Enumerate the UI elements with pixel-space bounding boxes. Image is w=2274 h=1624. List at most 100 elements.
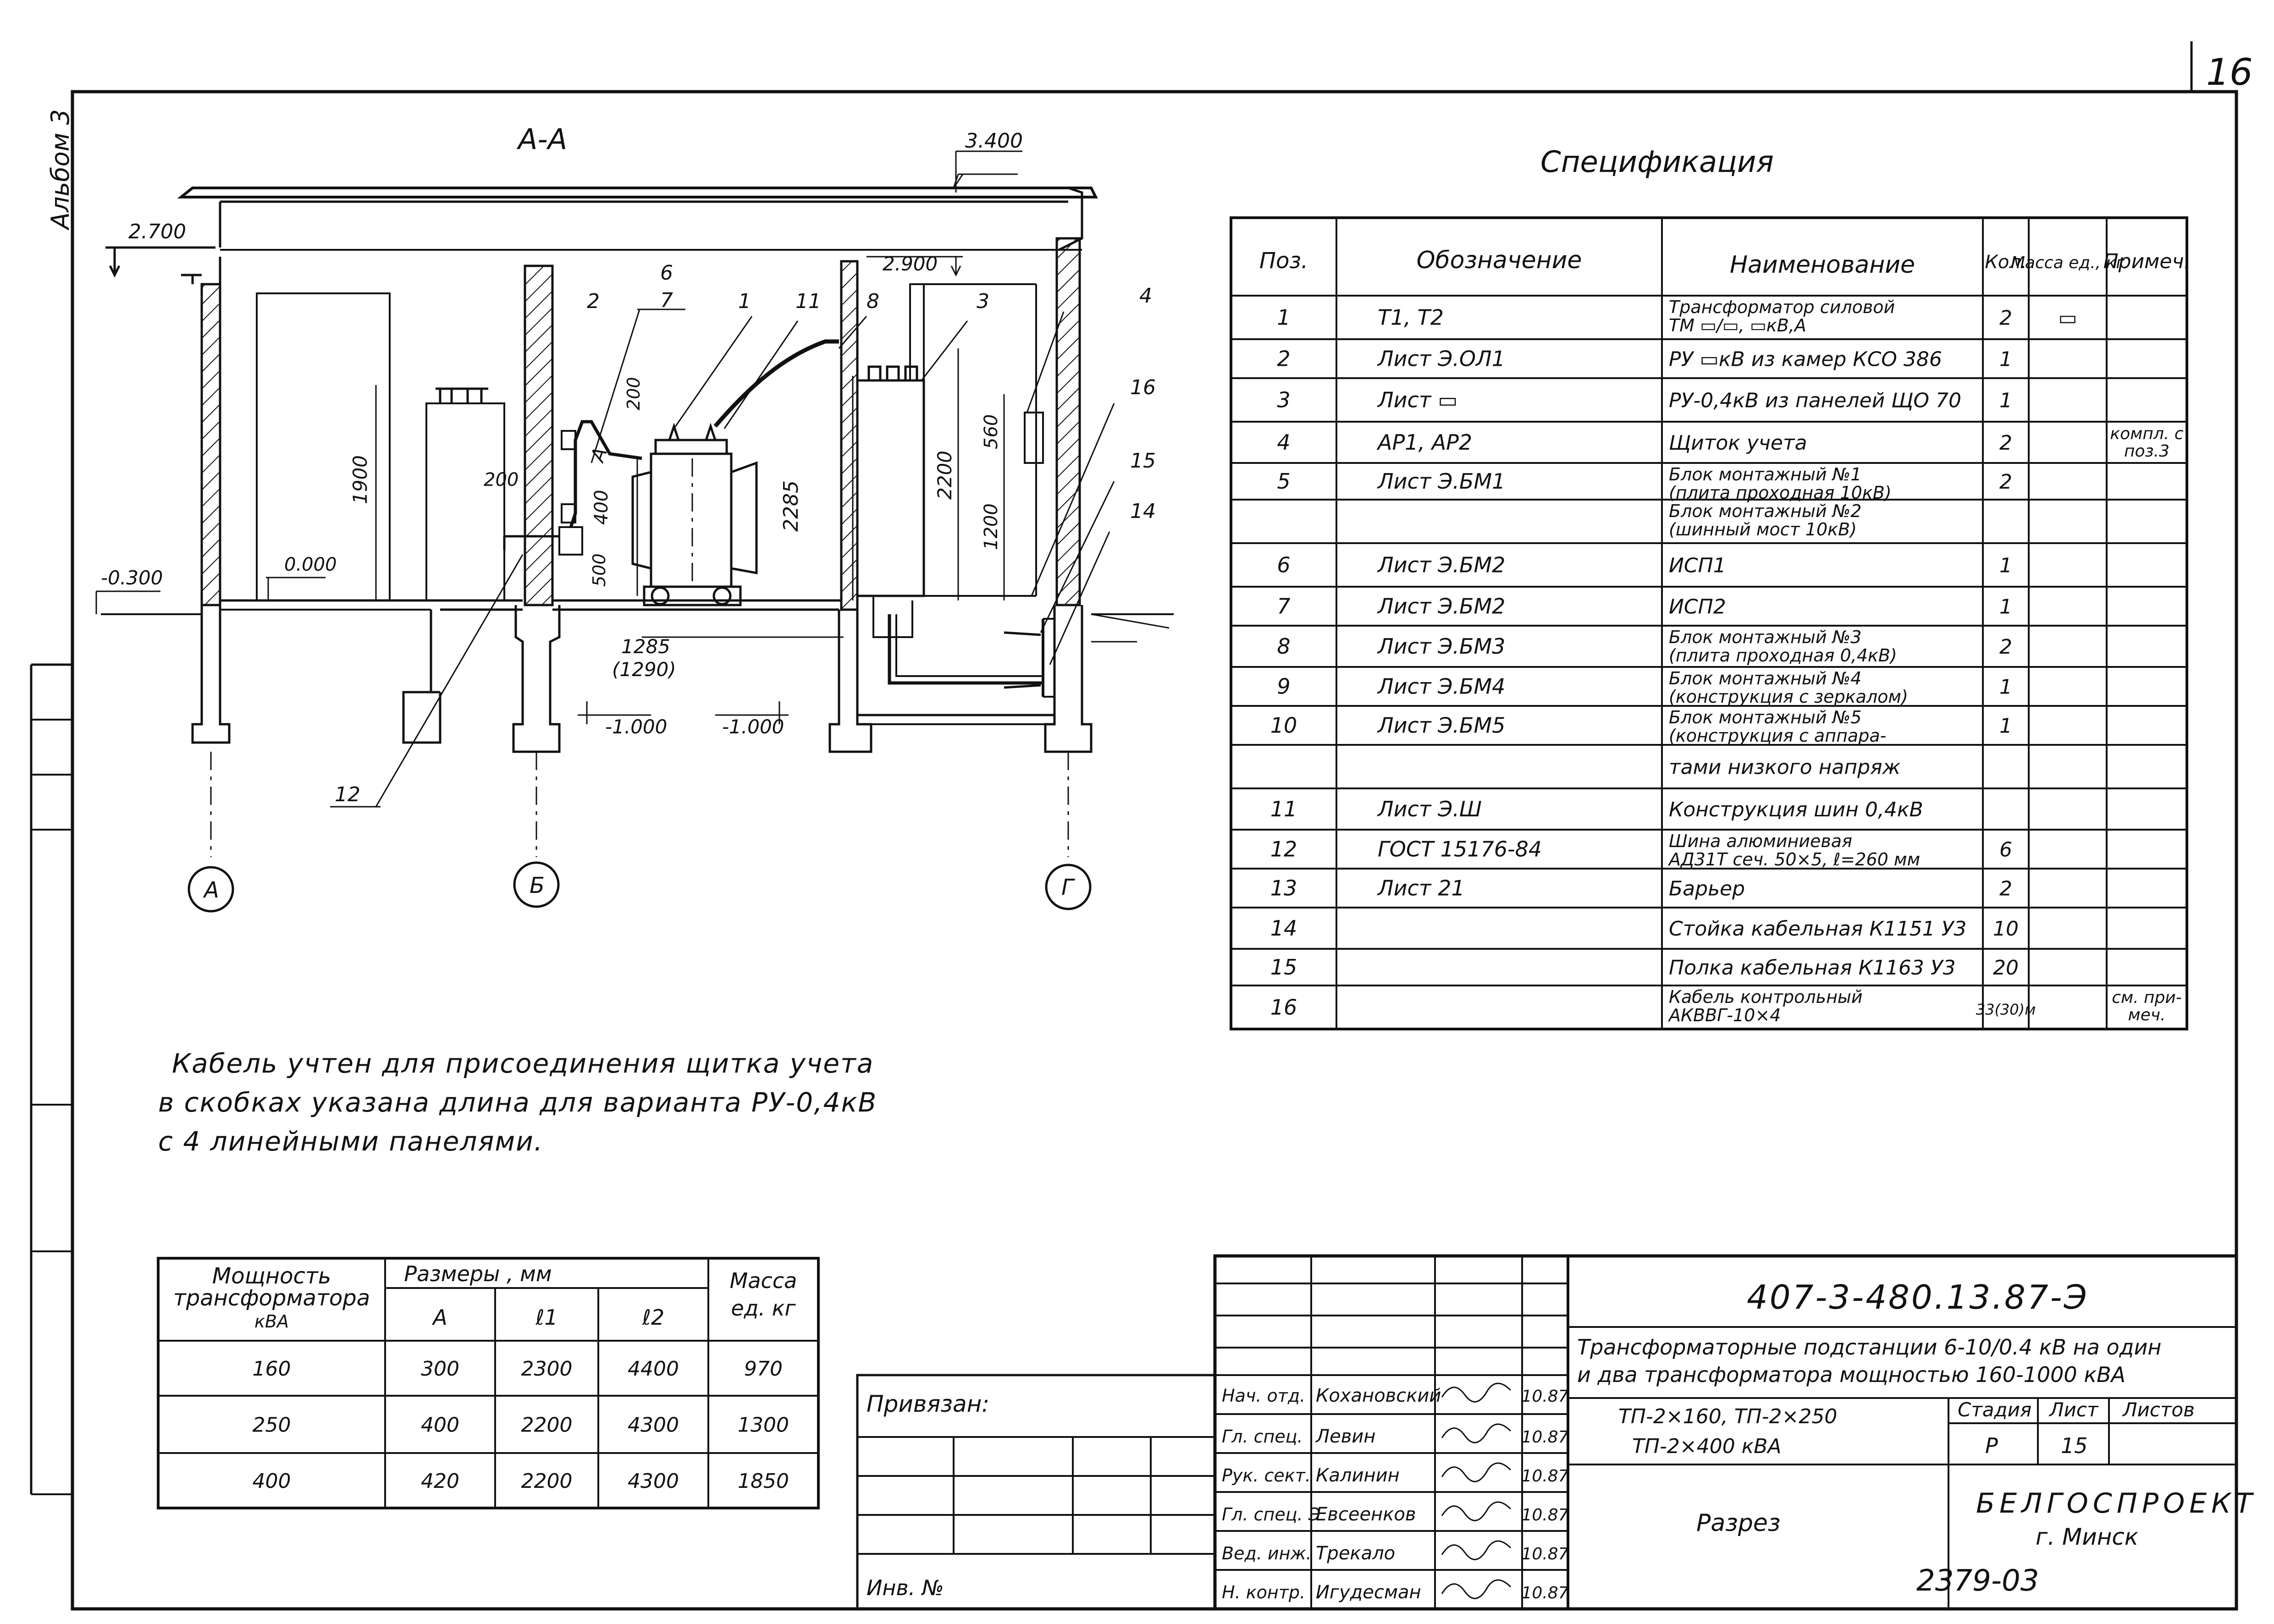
l1-cell: 2200 xyxy=(521,1414,573,1437)
bound-label: Привязан: xyxy=(867,1391,989,1417)
spec-cell-qty: 1 xyxy=(1999,595,2012,619)
staff-role: Гл. спец. Э xyxy=(1222,1504,1320,1525)
sheet-value: 15 xyxy=(2061,1433,2088,1458)
spec-table xyxy=(1230,216,2188,1030)
col-l1-header: ℓ1 xyxy=(535,1305,557,1330)
staff-name: Кохановский xyxy=(1316,1385,1441,1406)
callout-number: 12 xyxy=(335,783,360,806)
note-line: Кабель учтен для присоединения щитка уче… xyxy=(172,1048,874,1079)
spec-cell-pos: 12 xyxy=(1270,837,1297,862)
sheet-header: Лист xyxy=(2048,1398,2099,1421)
section-labels: А-А 3.400 2.700 2.900 0.000 -0.300 -1.00… xyxy=(101,122,1156,903)
staff-date: 10.87 xyxy=(1521,1387,1568,1406)
dimension-label: 1285 xyxy=(621,635,670,658)
spec-cell-qty: 1 xyxy=(1999,389,2012,413)
callout-number: 6 xyxy=(660,261,673,285)
spec-cell-note: компл. с xyxy=(2110,424,2183,443)
power-table xyxy=(157,1257,820,1509)
l2-cell: 4300 xyxy=(628,1470,679,1493)
level-label: -1.000 xyxy=(605,716,667,738)
spec-header: Масса ед., кг xyxy=(2011,253,2125,272)
callout-number: 4 xyxy=(1139,284,1152,308)
staff-role: Рук. сект. xyxy=(1222,1465,1311,1486)
spec-cell-pos: 7 xyxy=(1277,594,1290,619)
spec-cell-pos: 6 xyxy=(1277,553,1290,578)
title-block xyxy=(856,1254,2238,1611)
signature-mark xyxy=(1441,1382,1512,1403)
spec-cell-pos: 15 xyxy=(1270,955,1297,980)
spec-cell-qty: 2 xyxy=(1999,431,2012,455)
spec-cell-qty: 10 xyxy=(1993,917,2019,941)
inv-label: Инв. № xyxy=(867,1575,944,1600)
stage-value: Р xyxy=(1985,1433,1998,1458)
a-cell: 420 xyxy=(421,1470,459,1493)
album-label: Альбом 3 xyxy=(46,109,75,231)
callout-number: 7 xyxy=(660,289,673,312)
archive-stamp: 2379-03 xyxy=(1916,1564,2039,1598)
spec-cell-name: Трансформатор силовой xyxy=(1669,297,1895,317)
spec-cell-designation: Лист Э.БМ2 xyxy=(1377,594,1505,619)
spec-cell-qty: 6 xyxy=(1999,838,2012,862)
spec-cell-name: (шинный мост 10кВ) xyxy=(1669,519,1857,539)
spec-cell-name: тами низкого напряж xyxy=(1669,756,1901,779)
spec-cell-name: Конструкция шин 0,4кВ xyxy=(1669,798,1923,821)
staff-role: Нач. отд. xyxy=(1222,1386,1305,1406)
description-line: Трансформаторные подстанции 6-10/0.4 кВ … xyxy=(1577,1335,2161,1360)
spec-cell-note: меч. xyxy=(2128,1006,2165,1024)
spec-cell-pos: 11 xyxy=(1270,797,1297,821)
spec-cell-name: Щиток учета xyxy=(1669,431,1807,455)
level-label: 2.700 xyxy=(128,220,186,243)
spec-cell-qty: 2 xyxy=(1999,635,2012,659)
stage-header: Стадия xyxy=(1958,1398,2031,1421)
spec-cell-pos: 2 xyxy=(1277,347,1290,371)
drawing-name: Разрез xyxy=(1696,1509,1781,1537)
a-cell: 400 xyxy=(421,1414,459,1437)
spec-header: Наименование xyxy=(1730,251,1915,279)
section-drawing xyxy=(95,150,1174,913)
spec-cell-name: РУ-0,4кВ из панелей ЩО 70 xyxy=(1669,389,1961,413)
spec-cell-pos: 13 xyxy=(1270,876,1297,901)
spec-cell-name: Кабель контрольный xyxy=(1669,987,1863,1007)
level-label: 3.400 xyxy=(965,129,1023,153)
l2-cell: 4300 xyxy=(628,1414,679,1437)
signature-mark xyxy=(1441,1501,1512,1521)
spec-cell-pos: 10 xyxy=(1270,713,1297,738)
document-code: 407-3-480.13.87-Э xyxy=(1747,1278,2089,1316)
variant-line: ТП-2×160, ТП-2×250 xyxy=(1618,1405,1837,1428)
sheet-number: 16 xyxy=(2206,51,2253,94)
l2-cell: 4400 xyxy=(628,1357,679,1381)
dimension-label: 200 xyxy=(624,377,644,410)
spec-cell-pos: 9 xyxy=(1277,674,1290,699)
spec-cell-designation: Лист Э.ОЛ1 xyxy=(1377,347,1505,371)
staff-name: Калинин xyxy=(1316,1465,1400,1486)
mass-cell: 1850 xyxy=(738,1470,789,1493)
spec-cell-designation: Лист 21 xyxy=(1377,876,1465,901)
power-cell: 400 xyxy=(253,1470,291,1493)
spec-cell-designation: Лист Э.БМ1 xyxy=(1377,469,1505,494)
spec-cell-name: (конструкция с аппара- xyxy=(1669,726,1886,746)
spec-cell-name: Полка кабельная К1163 У3 xyxy=(1669,956,1956,980)
spec-cell-name: Стойка кабельная К1151 У3 xyxy=(1669,917,1966,941)
note-line: с 4 линейными панелями. xyxy=(158,1126,543,1157)
spec-cell-designation: Лист ▭ xyxy=(1377,388,1458,413)
section-title: А-А xyxy=(516,122,567,156)
spec-cell-qty: 20 xyxy=(1993,956,2019,980)
spec-cell-pos: 5 xyxy=(1277,469,1290,494)
spec-cell-designation: ГОСТ 15176-84 xyxy=(1378,837,1542,862)
spec-cell-name: (плита проходная 0,4кВ) xyxy=(1669,645,1897,666)
staff-name: Трекало xyxy=(1316,1543,1395,1564)
spec-cell-designation: Лист Э.БМ5 xyxy=(1377,713,1505,738)
spec-cell-mass: ▭ xyxy=(2058,307,2077,330)
staff-date: 10.87 xyxy=(1521,1428,1568,1447)
staff-name: Евсеенков xyxy=(1316,1504,1416,1525)
mass-cell: 970 xyxy=(744,1357,783,1381)
spec-cell-name: АД31Т сеч. 50×5, ℓ=260 мм xyxy=(1667,849,1920,870)
note-text: Кабель учтен для присоединения щитка уче… xyxy=(158,1048,876,1157)
dimension-label: 400 xyxy=(591,490,612,525)
spec-cell-qty: 2 xyxy=(1999,470,2012,494)
signature-mark xyxy=(1441,1462,1512,1482)
callout-number: 14 xyxy=(1130,500,1156,523)
axis-label: Б xyxy=(530,873,545,898)
